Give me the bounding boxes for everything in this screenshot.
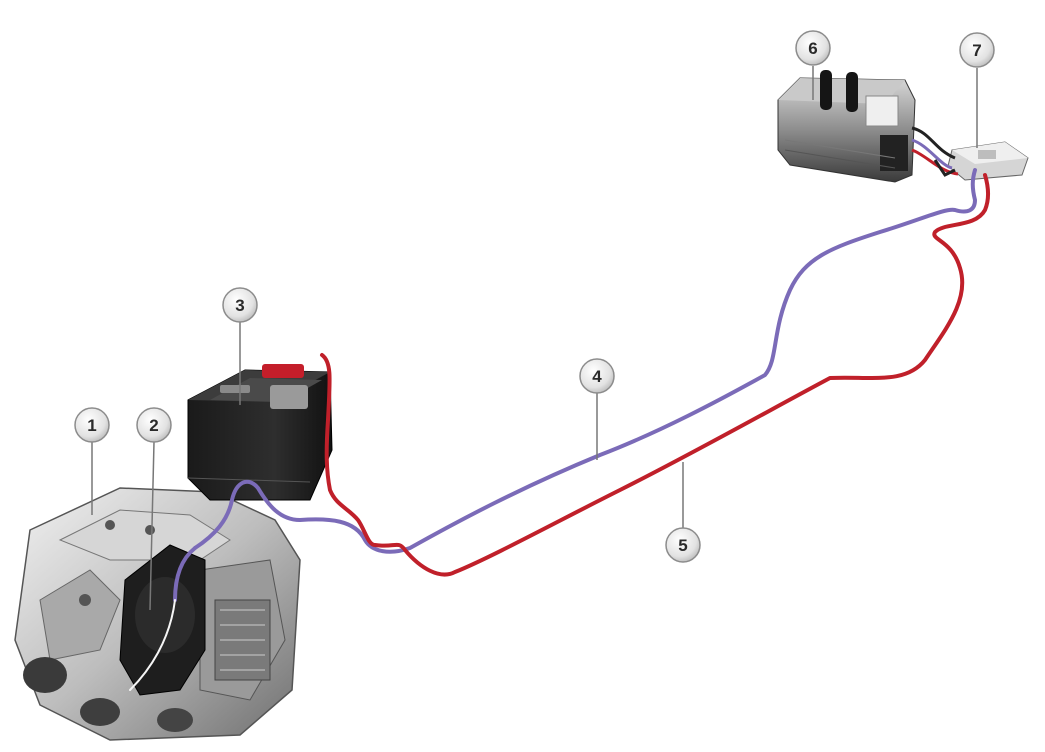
starter-battery-icon [187,364,333,501]
callout-7-label: 7 [972,41,981,60]
callout-3-label: 3 [235,296,244,315]
callout-1: 1 [74,407,110,443]
negative-cable [193,168,977,554]
callout-6-label: 6 [808,39,817,58]
callout-3: 3 [222,287,258,323]
callout-7: 7 [959,32,995,68]
motor-lead [129,599,176,691]
positive-cable [320,173,990,577]
callout-1-label: 1 [87,416,96,435]
callout-5-label: 5 [678,536,687,555]
callout-2: 2 [136,407,172,443]
auxiliary-battery-icon [777,70,916,183]
callout-4: 4 [579,358,615,394]
negative-cable-transmission [173,546,197,602]
callout-6: 6 [795,30,831,66]
callout-2-label: 2 [149,416,158,435]
callout-4-label: 4 [592,367,602,386]
callout-5: 5 [665,527,701,563]
leader-lines [91,66,978,611]
control-unit-icon [947,141,1029,181]
connector-wiring [911,126,959,177]
